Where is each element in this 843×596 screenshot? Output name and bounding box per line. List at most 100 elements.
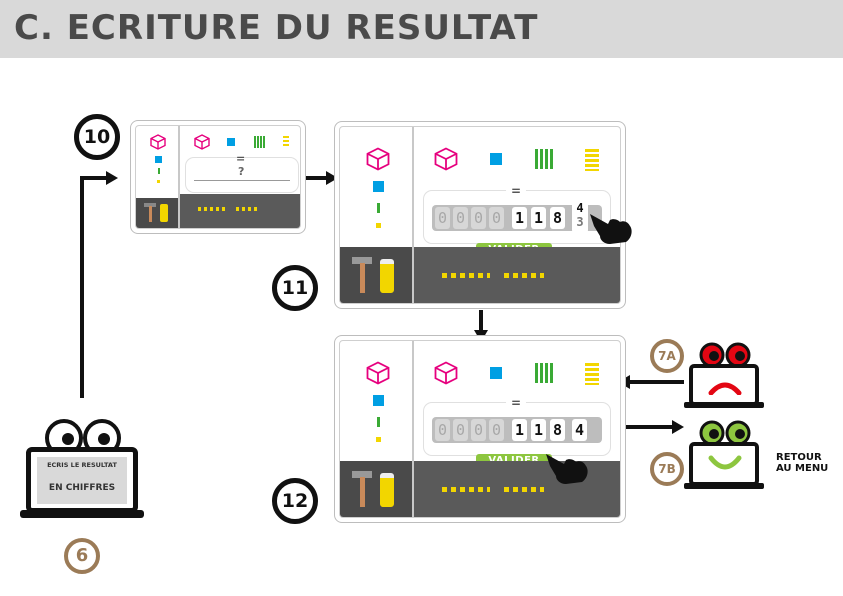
robot-happy-base (684, 483, 764, 489)
step-number: 7A (658, 349, 676, 363)
flat-square-icon (155, 156, 162, 163)
robot-screen-inner: ECRIS LE RESULTAT EN CHIFFRES (37, 457, 127, 504)
digit-cell[interactable]: 0 (435, 419, 450, 441)
digit-cell[interactable]: 0 (471, 207, 486, 229)
units-icon (283, 136, 289, 148)
counter-tray (414, 247, 620, 303)
page-title: C. ECRITURE DU RESULTAT (14, 8, 539, 48)
flat-square-icon (373, 181, 384, 192)
unit-dots-row (236, 207, 260, 211)
flat-square-icon (227, 138, 235, 146)
result-popup: = 0 0 0 0 1 1 8 4 3 (424, 184, 610, 243)
equals-sign: = (236, 152, 246, 165)
flat-square-icon (373, 395, 384, 406)
tool-tray (340, 461, 412, 517)
flat-square-icon (490, 153, 502, 165)
step-number: 12 (281, 490, 309, 512)
answer-line (194, 180, 290, 181)
left-column (340, 341, 414, 517)
header-bar: C. ECRITURE DU RESULTAT (0, 0, 843, 58)
step-badge-7b: 7B (650, 452, 684, 486)
screen-step-11: = 0 0 0 0 1 1 8 4 3 VALIDER (334, 121, 626, 309)
pointing-hand-icon (546, 454, 588, 484)
tool-tray (136, 198, 178, 228)
return-line-1: RETOUR (776, 452, 822, 463)
robot-happy-screen (689, 442, 759, 486)
hammer-handle (360, 263, 365, 293)
return-menu-label: RETOUR AU MENU (776, 452, 828, 474)
digit-cell[interactable]: 1 (512, 419, 527, 441)
unit-dot-icon (157, 180, 160, 183)
result-popup: = 0 0 0 0 1 1 8 4 (424, 396, 610, 455)
spinner-value-top: 4 (576, 201, 584, 215)
digit-cell[interactable]: 4 (572, 419, 587, 441)
cube-icon (194, 134, 210, 150)
equals-badge: = (506, 184, 526, 198)
step-badge-10: 10 (74, 114, 120, 160)
hammer-icon (352, 471, 372, 478)
digit-cell[interactable]: 1 (531, 207, 546, 229)
rods-icon (535, 149, 553, 169)
digit-cell[interactable]: 1 (531, 419, 546, 441)
digit-cell[interactable]: 0 (489, 207, 504, 229)
rods-icon (535, 363, 553, 383)
unit-dots-row (504, 273, 544, 278)
digit-cell[interactable]: 0 (453, 207, 468, 229)
cube-icon (434, 361, 458, 385)
digit-cell[interactable]: 0 (471, 419, 486, 441)
unit-dot-icon (376, 223, 381, 228)
flat-square-icon (490, 367, 502, 379)
cube-icon (366, 361, 390, 385)
question-mark: ? (238, 165, 245, 178)
rod-icon (377, 417, 380, 427)
cube-icon (434, 147, 458, 171)
digit-cell[interactable]: 0 (489, 419, 504, 441)
glue-stick-icon (380, 473, 394, 507)
hammer-handle (149, 206, 152, 222)
digit-cell[interactable]: 0 (453, 419, 468, 441)
arrowhead-panel11 (326, 171, 338, 185)
result-popup: = ? (186, 152, 298, 192)
step-badge-11: 11 (272, 265, 318, 311)
equals-badge: = (506, 396, 526, 410)
screen-step-10: = ? (130, 120, 306, 234)
hammer-icon (352, 257, 372, 264)
step-badge-6: 6 (64, 538, 100, 574)
tool-tray (340, 247, 412, 303)
frown-icon (708, 382, 742, 395)
unit-dot-icon (376, 437, 381, 442)
unit-dots-row (442, 273, 490, 278)
screen-frame: = 0 0 0 0 1 1 8 4 VALIDER (339, 340, 621, 518)
cube-icon (150, 134, 166, 150)
unit-dots-row (198, 207, 228, 211)
counter-tray (180, 194, 300, 228)
units-icon (585, 149, 599, 171)
hammer-handle (360, 477, 365, 507)
left-column (340, 127, 414, 303)
instruction-line-1: ECRIS LE RESULTAT (47, 461, 117, 469)
arrowhead-panel10 (106, 171, 118, 185)
glue-stick-icon (160, 204, 168, 222)
step-number: 6 (75, 545, 89, 566)
rod-icon (158, 168, 160, 174)
unit-dots-row (442, 487, 490, 492)
digit-cell[interactable]: 8 (550, 207, 565, 229)
digit-cell[interactable]: 1 (512, 207, 527, 229)
step-number: 7B (658, 462, 676, 476)
digit-spinner[interactable]: 4 3 (572, 201, 588, 233)
digit-cell[interactable]: 8 (550, 419, 565, 441)
robot-sad-eyes-icon (699, 342, 751, 368)
smile-icon (708, 455, 742, 470)
step-number: 10 (83, 126, 111, 148)
digit-input-row[interactable]: 0 0 0 0 1 1 8 4 (432, 417, 602, 443)
robot-base (20, 510, 144, 518)
unit-dots-row (504, 487, 544, 492)
left-column (136, 126, 180, 228)
robot-sad-screen (689, 364, 759, 406)
step-badge-7a: 7A (650, 339, 684, 373)
rod-icon (377, 203, 380, 213)
step-badge-12: 12 (272, 478, 318, 524)
rods-icon (254, 136, 266, 148)
digit-cell[interactable]: 0 (435, 207, 450, 229)
digit-input-row[interactable]: 0 0 0 0 1 1 8 4 3 (432, 201, 602, 233)
